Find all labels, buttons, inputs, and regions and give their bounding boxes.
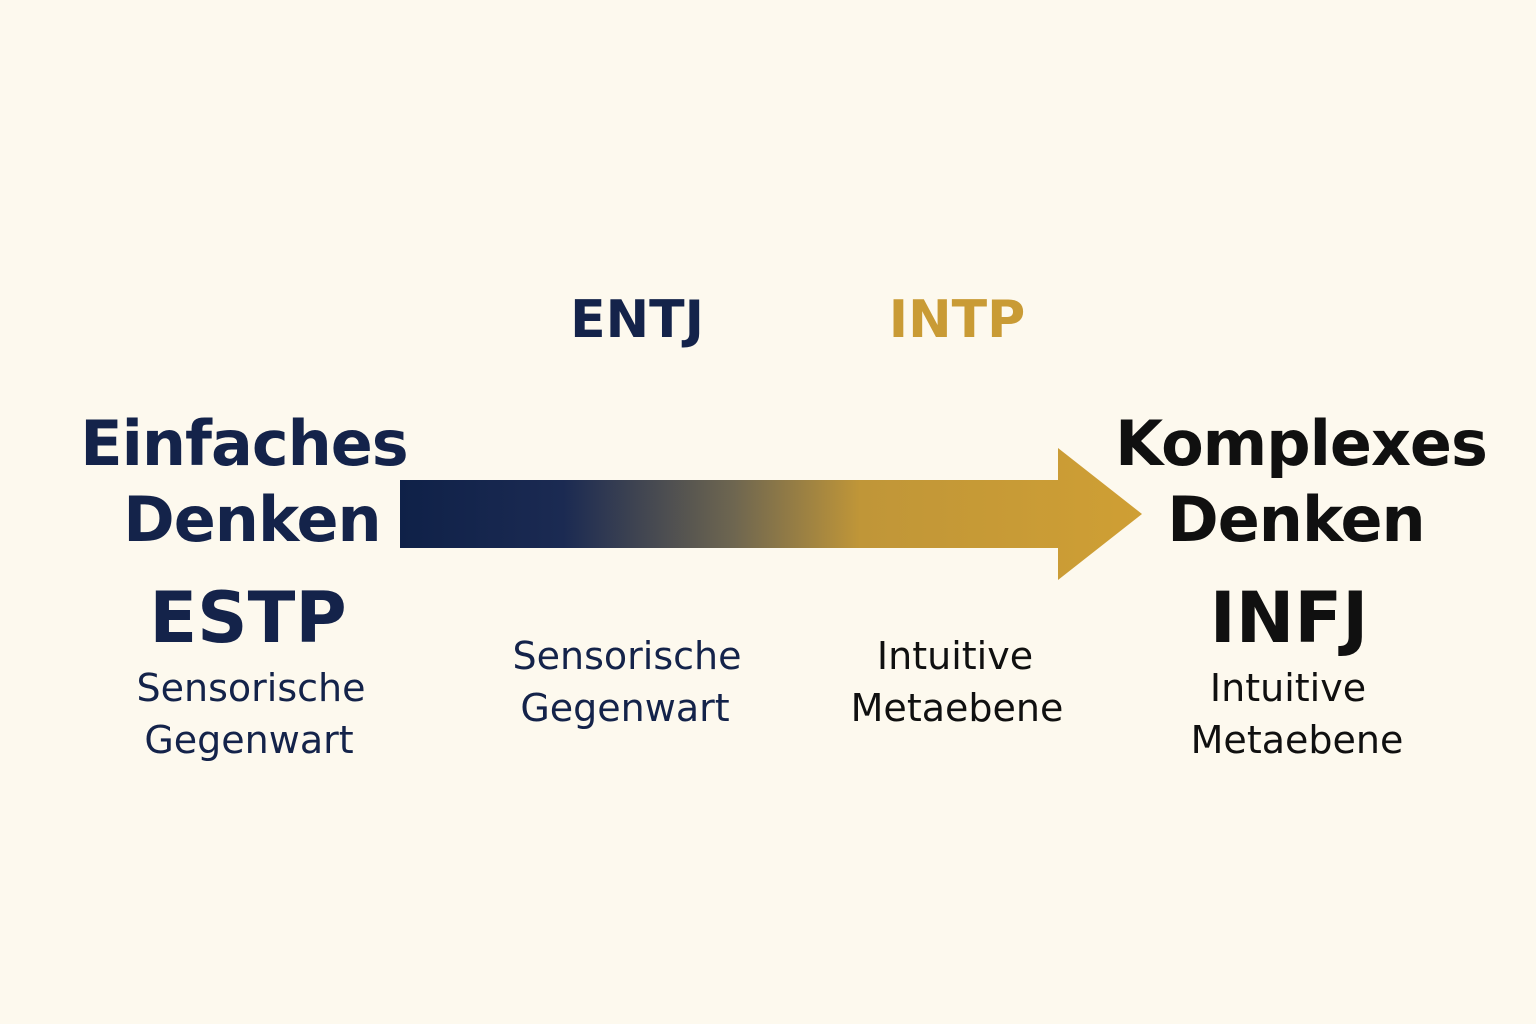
middle-right-desc-line2: Metaebene bbox=[850, 686, 1064, 730]
middle-right-desc-line1: Intuitive bbox=[876, 634, 1034, 678]
left-desc-line2: Gegenwart bbox=[144, 718, 354, 762]
middle-left-desc-line2: Gegenwart bbox=[520, 686, 730, 730]
middle-left-desc-line1: Sensorische bbox=[512, 634, 742, 678]
middle-left-type-label: ENTJ bbox=[570, 290, 704, 350]
left-desc-line1: Sensorische bbox=[136, 666, 366, 710]
arrow-shape bbox=[400, 448, 1142, 580]
left-title-line1: Einfaches bbox=[80, 407, 408, 480]
right-type-label: INFJ bbox=[1209, 577, 1369, 659]
right-title-line2: Denken bbox=[1167, 483, 1425, 556]
right-desc-line1: Intuitive bbox=[1209, 666, 1367, 710]
right-desc-line2: Metaebene bbox=[1190, 718, 1404, 762]
middle-right-type-label: INTP bbox=[888, 290, 1026, 350]
right-title-line1: Komplexes bbox=[1115, 407, 1488, 480]
left-type-label: ESTP bbox=[149, 577, 347, 659]
left-title-line2: Denken bbox=[123, 483, 381, 556]
